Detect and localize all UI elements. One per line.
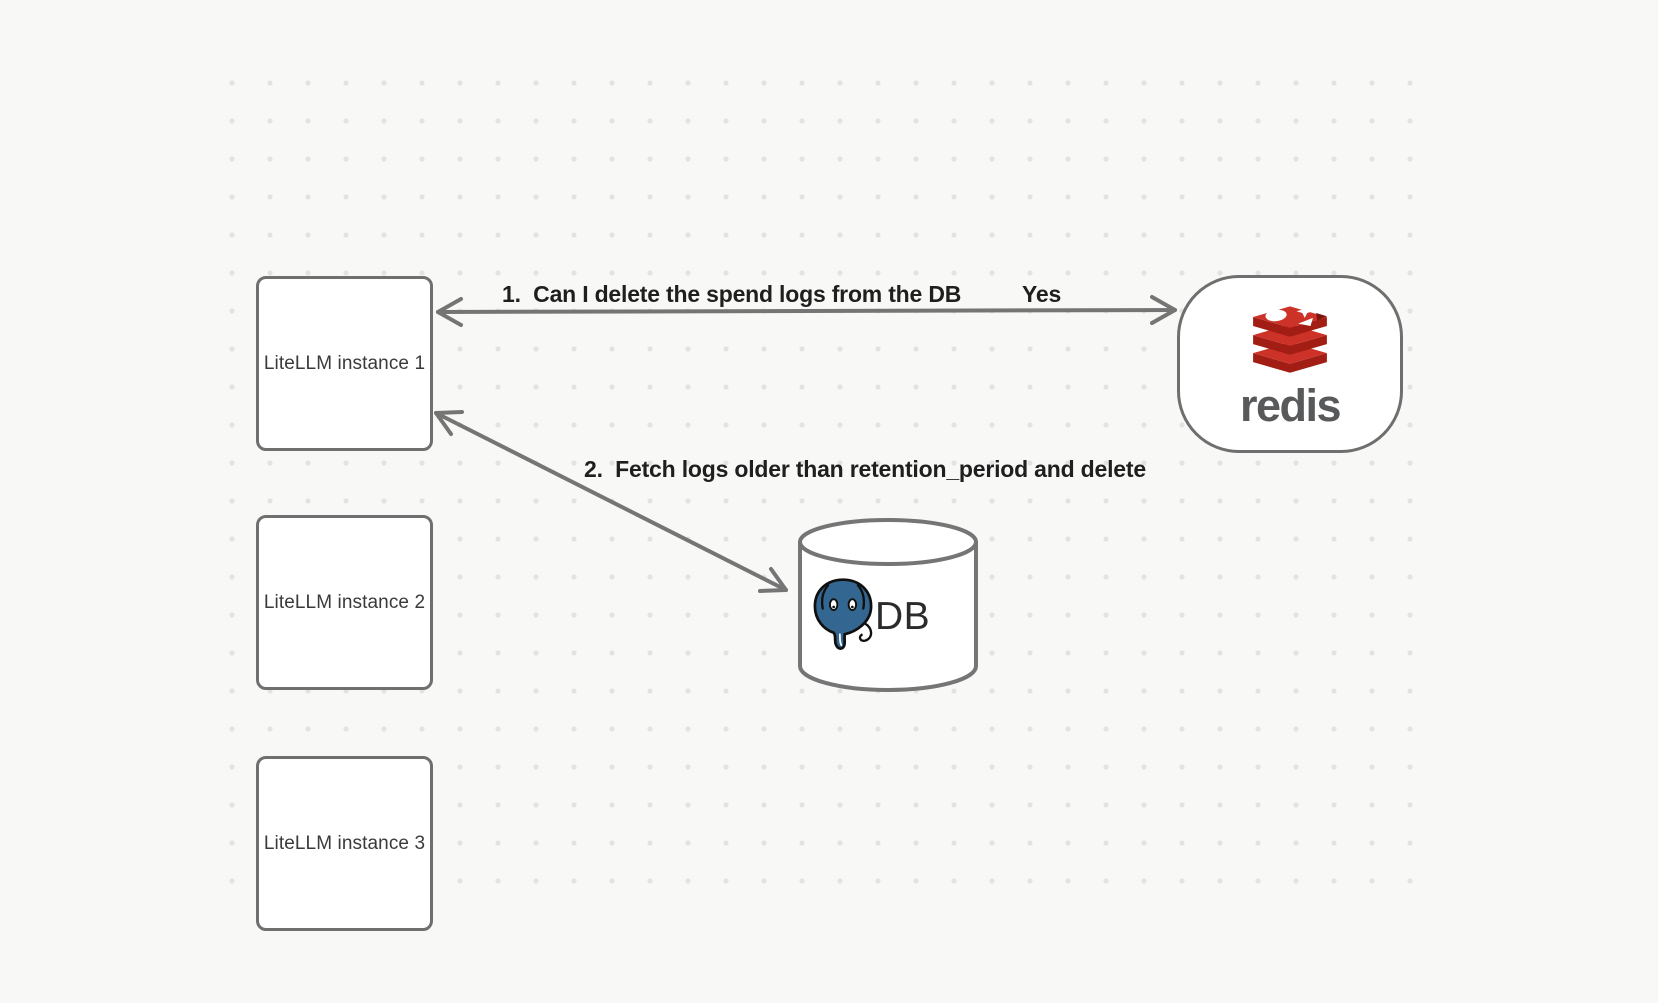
- node-label: LiteLLM instance 2: [263, 591, 426, 613]
- node-litellm-instance-1[interactable]: LiteLLM instance 1: [256, 276, 433, 451]
- node-label: LiteLLM instance 3: [263, 832, 426, 854]
- node-redis[interactable]: redis: [1177, 275, 1403, 453]
- postgresql-elephant-icon: [804, 575, 882, 658]
- arrow-instance1-db[interactable]: [434, 410, 788, 593]
- node-label: LiteLLM instance 1: [263, 352, 426, 374]
- arrow-instance1-redis[interactable]: [436, 295, 1177, 327]
- node-litellm-instance-2[interactable]: LiteLLM instance 2: [256, 515, 433, 690]
- edge-label-yes: Yes: [1022, 281, 1062, 307]
- edge-label-fetch-logs: 2. Fetch logs older than retention_perio…: [584, 456, 1146, 482]
- edge-label-delete-spend-logs: 1. Can I delete the spend logs from the …: [502, 281, 962, 307]
- redis-wordmark: redis: [1239, 379, 1342, 431]
- node-litellm-instance-3[interactable]: LiteLLM instance 3: [256, 756, 433, 931]
- db-label: DB: [875, 594, 931, 638]
- redis-logo-icon: [1249, 303, 1331, 382]
